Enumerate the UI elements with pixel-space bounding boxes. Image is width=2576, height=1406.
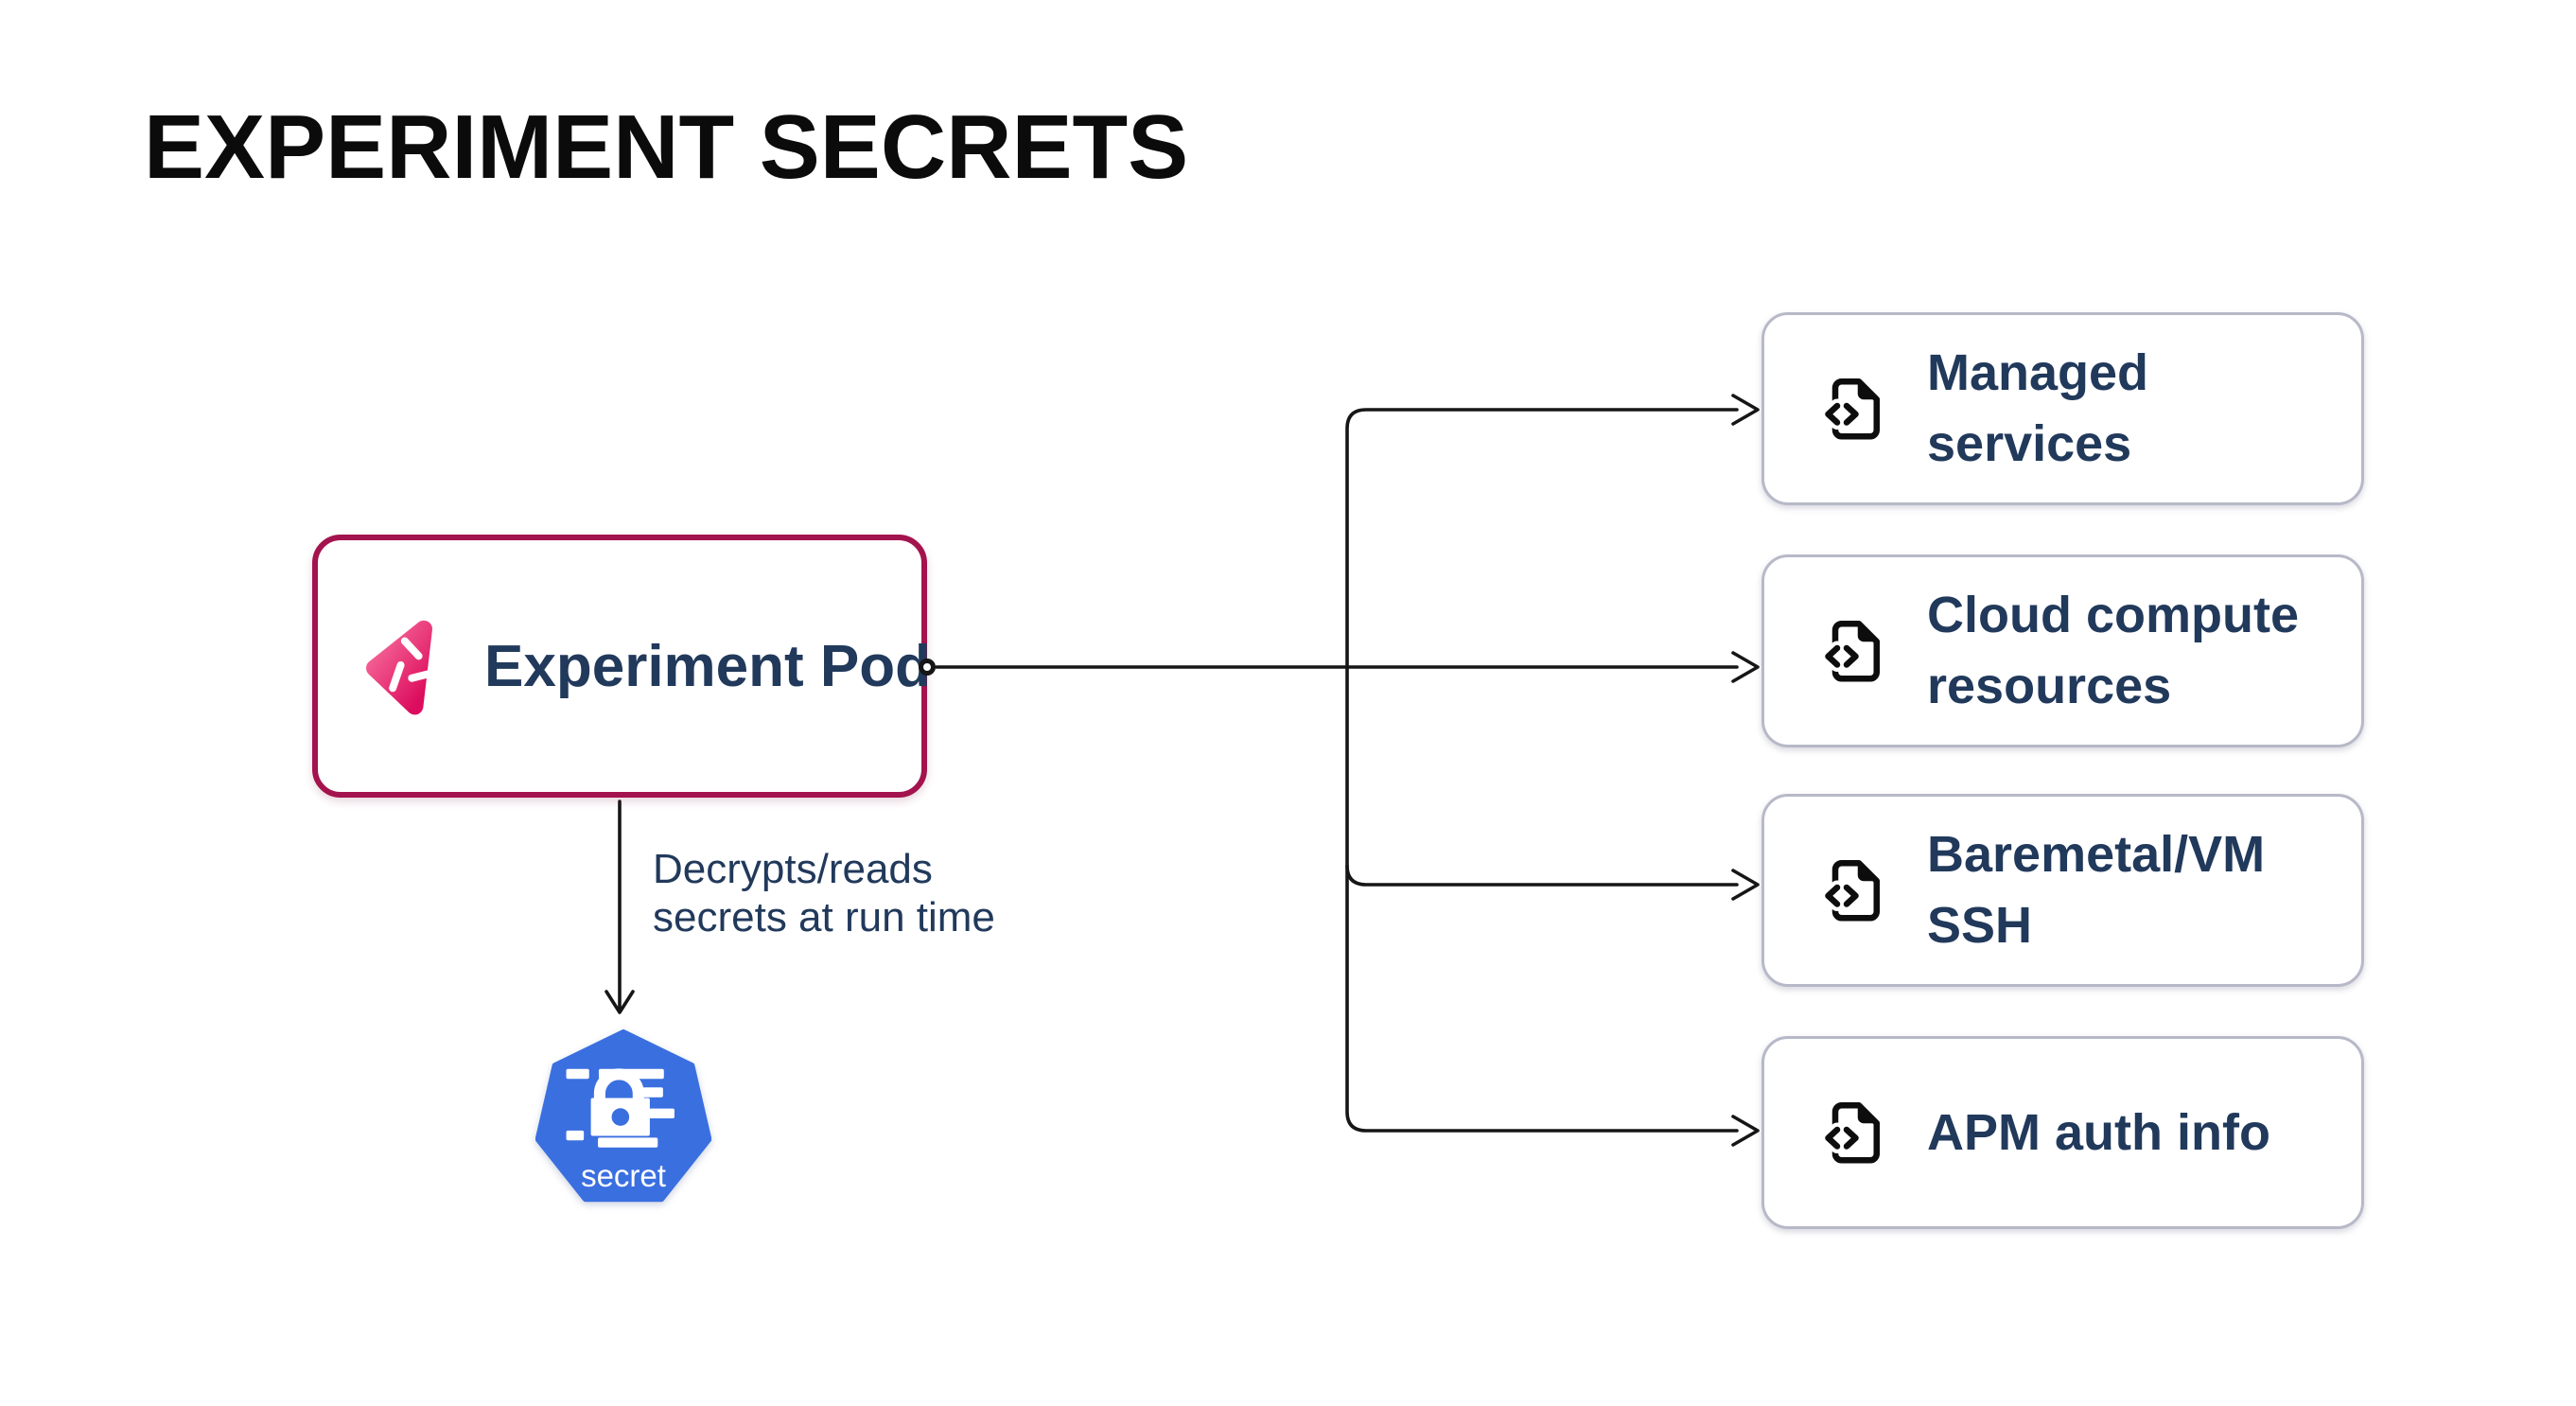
target-label: Cloud compute resources — [1927, 587, 2299, 714]
target-box-cloud-compute: Cloud compute resources — [1761, 554, 2364, 747]
arrow-pod-to-apm-auth — [1345, 665, 1739, 1133]
target-label: Baremetal/VM SSH — [1927, 826, 2266, 954]
pod-connector-port — [919, 659, 936, 676]
page-title: EXPERIMENT SECRETS — [144, 97, 1189, 198]
arrow-pod-to-baremetal-ssh — [1345, 864, 1739, 887]
edge-annotation-text: Decrypts/reads secrets at run time — [653, 846, 995, 940]
experiment-pod-label: Experiment Pod — [484, 633, 931, 699]
kubernetes-secret-node: secret — [535, 1028, 711, 1205]
target-box-baremetal-ssh: Baremetal/VM SSH — [1761, 794, 2364, 987]
arrow-pod-to-managed-services — [1345, 408, 1739, 669]
file-code-icon — [1821, 1102, 1880, 1164]
litmus-pinwheel-icon — [366, 620, 440, 715]
target-box-managed-services: Managed services — [1761, 312, 2364, 505]
arrowhead-secret — [605, 990, 635, 1014]
target-box-apm-auth-info: APM auth info — [1761, 1036, 2364, 1229]
file-code-icon — [1821, 860, 1880, 922]
kubernetes-secret-lock-icon — [535, 1028, 711, 1203]
file-code-icon — [1821, 378, 1880, 440]
arrowhead-baremetal-ssh — [1731, 869, 1760, 901]
target-label: Managed services — [1927, 344, 2149, 472]
file-code-icon — [1821, 621, 1880, 682]
secret-label: secret — [581, 1158, 666, 1193]
arrowhead-cloud-compute — [1731, 651, 1760, 683]
arrowhead-apm-auth — [1731, 1115, 1760, 1147]
target-label: APM auth info — [1927, 1103, 2270, 1161]
arrowhead-managed-services — [1731, 394, 1760, 426]
experiment-pod-node: Experiment Pod — [312, 535, 931, 798]
